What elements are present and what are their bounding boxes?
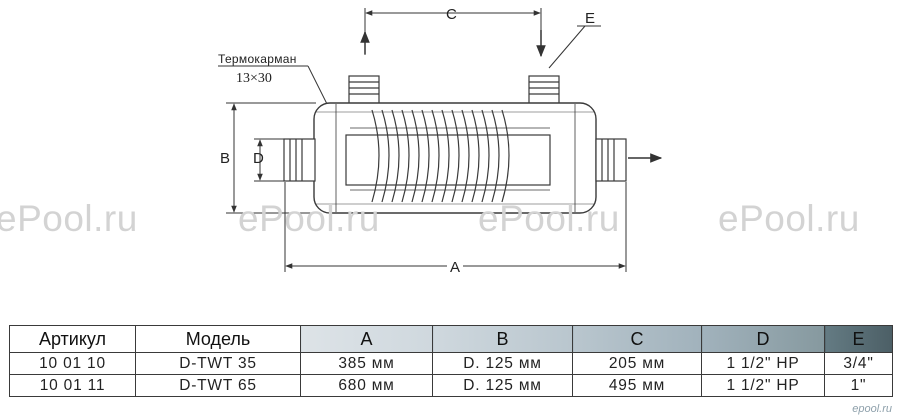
watermark: ePool.ru [238,198,380,239]
dimension-b [226,102,316,214]
header-article: Артикул [9,325,136,353]
cell-c: 205 мм [572,352,702,375]
top-nozzles [348,75,560,105]
table-row: 10 01 10 D-TWT 35 385 мм D. 125 мм 205 м… [9,352,893,375]
table-header-row: Артикул Модель A B C D E [9,325,893,353]
cell-b: D. 125 мм [432,374,573,397]
cell-c: 495 мм [572,374,702,397]
dim-label-c: C [446,6,457,23]
top-flow-arrows [360,30,546,58]
watermark: ePool.ru [0,198,138,239]
cell-article: 10 01 11 [9,374,136,397]
leader-e [548,25,601,69]
dimension-d [254,138,285,182]
side-nozzles [283,138,627,182]
cell-model: D-TWT 35 [135,352,301,375]
cell-a: 385 мм [300,352,433,375]
table-row: 10 01 11 D-TWT 65 680 мм D. 125 мм 495 м… [9,374,893,397]
cell-e: 3/4" [824,352,893,375]
cell-e: 1" [824,374,893,397]
dim-label-b: B [220,150,231,167]
cell-model: D-TWT 65 [135,374,301,397]
heat-exchanger-drawing [218,8,663,272]
cell-d: 1 1/2" HP [701,352,825,375]
cell-article: 10 01 10 [9,352,136,375]
thermowell-label: Термокарман [218,52,297,66]
spec-table: Артикул Модель A B C D E 10 01 10 D-TWT … [9,325,893,397]
header-a: A [300,325,433,353]
site-mark: epool.ru [852,403,892,415]
header-e: E [824,325,893,353]
header-b: B [432,325,573,353]
cell-b: D. 125 мм [432,352,573,375]
dim-label-d: D [253,150,264,167]
header-model: Модель [135,325,301,353]
cell-d: 1 1/2" HP [701,374,825,397]
header-c: C [572,325,702,353]
thermowell-size: 13×30 [236,71,272,86]
dim-label-e: E [585,10,596,27]
header-d: D [701,325,825,353]
dim-label-a: A [447,260,464,275]
cell-a: 680 мм [300,374,433,397]
coil [345,109,551,203]
watermark: ePool.ru [718,198,860,239]
watermark: ePool.ru [478,198,620,239]
